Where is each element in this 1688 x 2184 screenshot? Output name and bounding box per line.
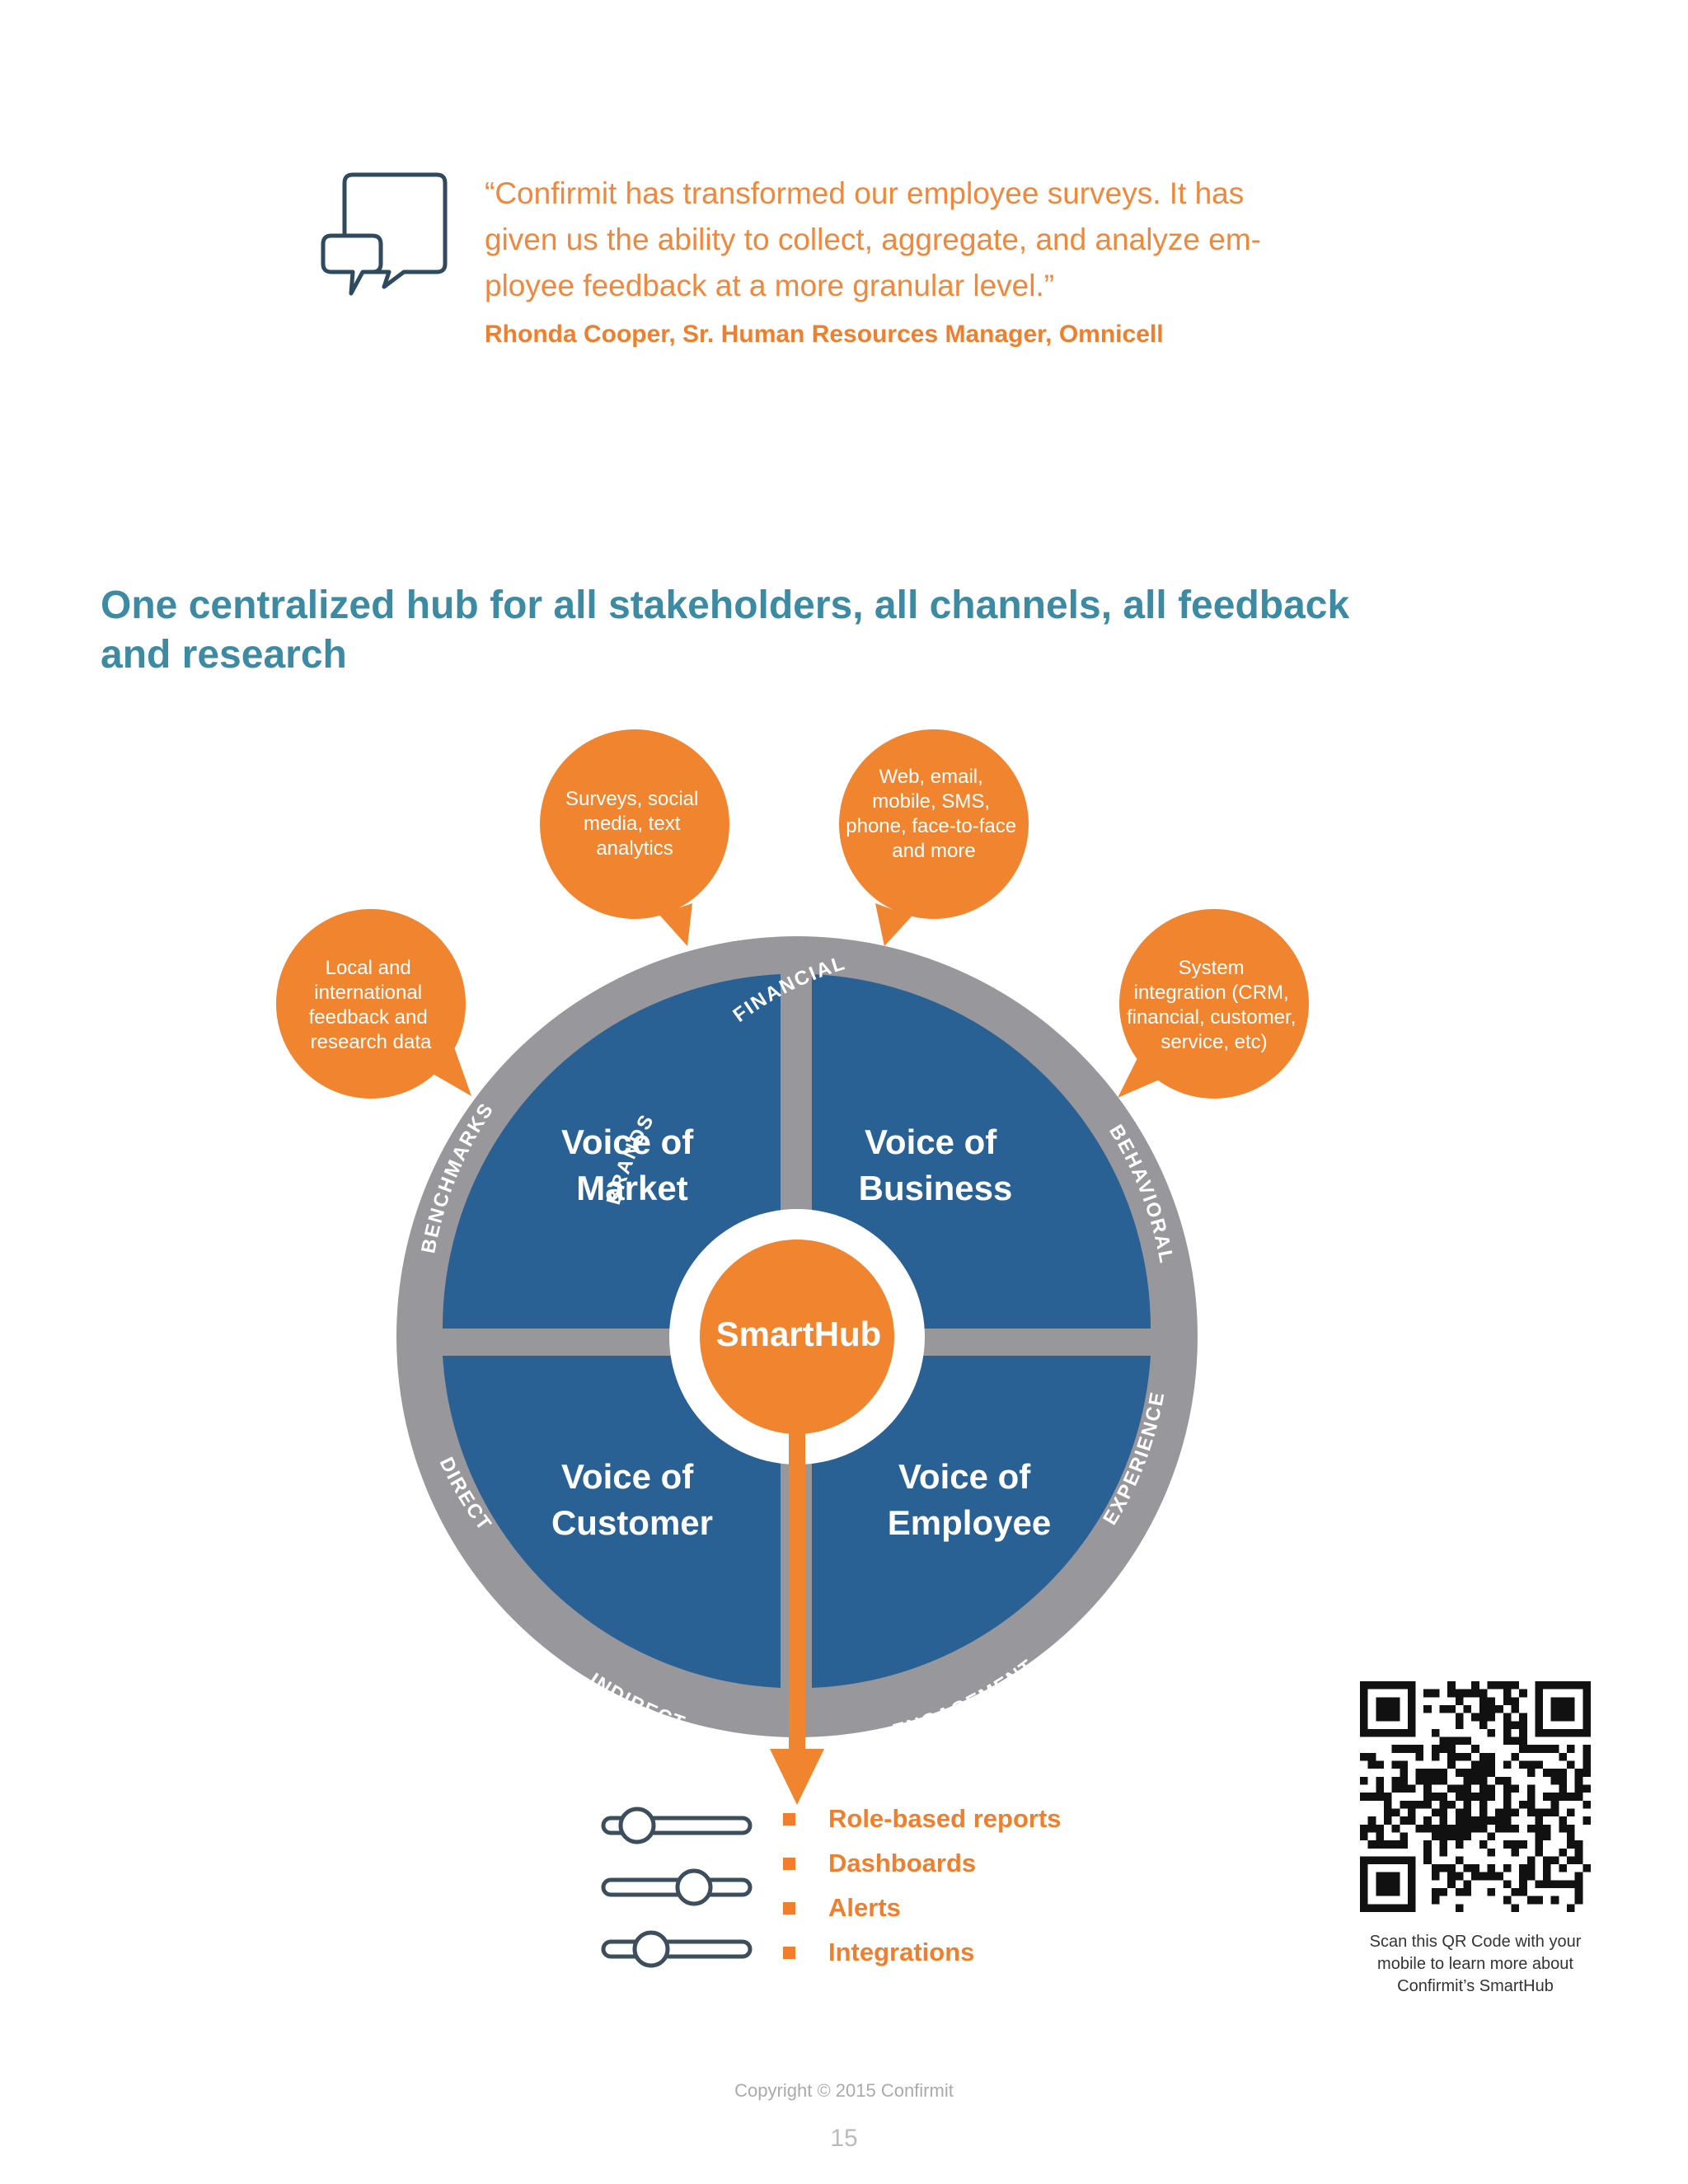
quadrant-label-business: Voice of Business xyxy=(859,1122,1013,1207)
feature-item: Alerts xyxy=(783,1886,1062,1930)
quadrant-customer xyxy=(443,1356,781,1688)
feature-list: Role-based reports Dashboards Alerts Int… xyxy=(783,1797,1062,1975)
quadrant-label-market: Voice of Market xyxy=(561,1122,703,1207)
bubble-local: Local and international feedback and res… xyxy=(276,909,471,1099)
quadrant-business xyxy=(812,974,1151,1329)
svg-text:Web, email, mobile, SMS,: Web, email, mobile, SMS, phone, face-to-… xyxy=(846,766,1021,862)
square-bullet-icon xyxy=(783,1812,795,1825)
square-bullet-icon xyxy=(783,1946,795,1959)
hub-label: SmartHub xyxy=(716,1315,882,1353)
qr-code-icon[interactable] xyxy=(1360,1681,1591,1912)
quote-line: ployee feedback at a more granular level… xyxy=(485,269,1055,302)
quadrant-label-customer: Voice of Customer xyxy=(551,1457,713,1542)
sliders-icon xyxy=(601,1807,753,1968)
svg-text:Surveys, social media, t: Surveys, social media, text analytics xyxy=(565,788,704,860)
headline-line: and research xyxy=(101,633,347,677)
quote-line: given us the ability to collect, aggrega… xyxy=(485,223,1262,256)
feature-item: Dashboards xyxy=(783,1841,1062,1886)
hub-arrow-shaft xyxy=(789,1401,805,1754)
quote-attribution: Rhonda Cooper, Sr. Human Resources Manag… xyxy=(485,321,1164,348)
square-bullet-icon xyxy=(783,1857,795,1870)
qr-caption: Scan this QR Code with your mobile to le… xyxy=(1369,1933,1582,1995)
svg-text:Local and international: Local and international feedback and res… xyxy=(309,957,434,1053)
bubble-web: Web, email, mobile, SMS, phone, face-to-… xyxy=(839,729,1029,946)
feature-item: Role-based reports xyxy=(783,1797,1062,1841)
section-headline: One centralized hub for all stakeholders… xyxy=(101,581,1584,680)
hub-arrow-head xyxy=(770,1749,824,1805)
quadrant-market xyxy=(442,974,781,1329)
feature-item: Integrations xyxy=(783,1930,1062,1975)
copyright: Copyright © 2015 Confirmit xyxy=(734,2080,954,2101)
svg-text:System integration (CRM,: System integration (CRM, financial, cust… xyxy=(1127,957,1301,1053)
testimonial-quote: “Confirmit has transformed our employee … xyxy=(485,171,1358,309)
hub-center xyxy=(700,1240,894,1434)
bubble-system: System integration (CRM, financial, cust… xyxy=(1118,909,1309,1099)
quadrant-employee xyxy=(812,1356,1151,1688)
bubble-surveys: Surveys, social media, text analytics xyxy=(540,729,729,946)
page-number: 15 xyxy=(830,2125,858,2152)
quote-line: “Confirmit has transformed our employee … xyxy=(485,176,1245,210)
quadrant-label-employee: Voice of Employee xyxy=(888,1457,1051,1542)
square-bullet-icon xyxy=(783,1901,795,1915)
headline-line: One centralized hub for all stakeholders… xyxy=(101,583,1350,627)
speech-bubbles-icon xyxy=(321,172,448,296)
